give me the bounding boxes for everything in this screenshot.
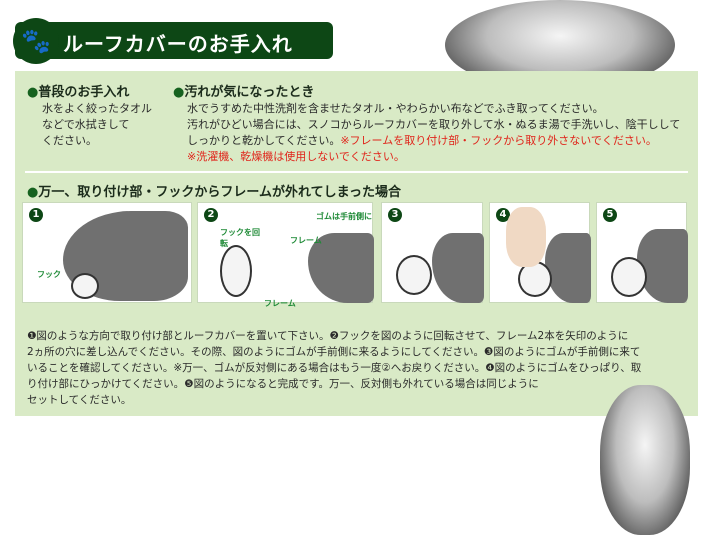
label-rubber-front: ゴムは手前側に — [316, 212, 372, 221]
step-number: 5 — [603, 208, 617, 222]
label-frame-1: フレーム — [290, 236, 322, 245]
daily-heading: ●普段のお手入れ — [27, 85, 130, 100]
label-hook: フック — [37, 270, 61, 279]
step-2-illustration: 2 フックを回転 フレーム フレーム ゴムは手前側に — [197, 202, 374, 308]
step-3-illustration: 3 — [381, 202, 484, 303]
dirty-text: 水でうすめた中性洗剤を含ませたタオル・やわらかい布などでふき取ってください。 汚… — [187, 102, 681, 163]
label-frame-2: フレーム — [264, 299, 296, 308]
step-number: 2 — [204, 208, 218, 222]
cat-photo-bottom — [600, 385, 690, 535]
step-number: 1 — [29, 208, 43, 222]
paw-icon: 🐾 — [13, 18, 59, 64]
care-panel: ●普段のお手入れ 水をよく絞ったタオルなどで水拭きしてください。 ●汚れが気にな… — [15, 71, 698, 416]
daily-text: 水をよく絞ったタオルなどで水拭きしてください。 — [42, 102, 152, 147]
step-number: 3 — [388, 208, 402, 222]
step-1-illustration: 1 フック — [22, 202, 192, 303]
step-4-illustration: 4 — [489, 202, 591, 303]
warning-frame: ※フレームを取り付け部・フックから取り外さないでください。 — [340, 134, 657, 147]
warning-washer: ※洗濯機、乾燥機は使用しないでください。 — [187, 150, 405, 163]
dirty-heading: ●汚れが気になったとき — [173, 85, 315, 100]
divider — [25, 171, 688, 173]
section-header: 🐾 ルーフカバーのお手入れ — [13, 18, 333, 64]
instructions: ❶図のような方向で取り付け部とルーフカバーを置いて下さい。❷フックを図のように回… — [27, 330, 642, 406]
label-rotate-hook: フックを回転 — [220, 228, 260, 248]
page-title: ルーフカバーのお手入れ — [63, 32, 293, 56]
step-5-illustration: 5 — [596, 202, 688, 303]
step-number: 4 — [496, 208, 510, 222]
reattach-heading: ●万一、取り付け部・フックからフレームが外れてしまった場合 — [27, 185, 402, 200]
